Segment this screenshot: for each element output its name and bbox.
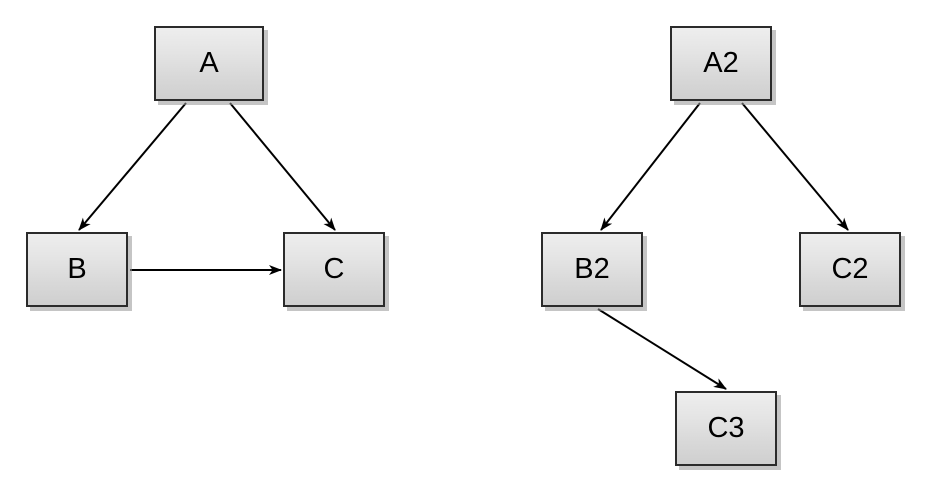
edge-a-to-c [229, 102, 336, 231]
node-c3[interactable]: C3 [675, 391, 777, 466]
edge-b2-to-c3 [597, 308, 727, 390]
node-label: B [67, 253, 87, 285]
node-b[interactable]: B [26, 232, 128, 307]
node-c[interactable]: C [283, 232, 385, 307]
node-b2[interactable]: B2 [541, 232, 643, 307]
node-label: C2 [831, 253, 869, 285]
node-label: A [199, 47, 219, 79]
node-label: B2 [574, 253, 610, 285]
node-a2[interactable]: A2 [670, 26, 772, 101]
edge-a-to-b [78, 102, 187, 231]
edge-a2-to-b2 [600, 102, 701, 231]
node-c2[interactable]: C2 [799, 232, 901, 307]
node-label: C3 [707, 412, 745, 444]
edges-group [78, 102, 849, 390]
node-label: C [323, 253, 345, 285]
edge-a2-to-c2 [741, 102, 849, 231]
node-label: A2 [703, 47, 739, 79]
node-a[interactable]: A [154, 26, 264, 101]
